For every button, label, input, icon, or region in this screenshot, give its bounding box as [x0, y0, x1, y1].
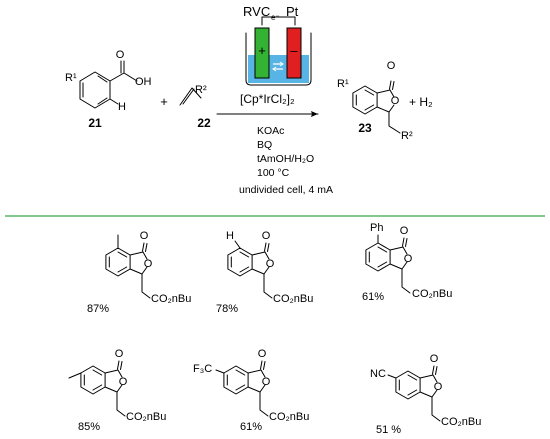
substituent-label: F₃C	[193, 363, 212, 375]
cell-conditions: undivided cell, 4 mA	[239, 184, 333, 196]
yield-label: 85%	[78, 421, 100, 433]
ring-o: O	[404, 253, 413, 265]
carbonyl-o: O	[140, 230, 149, 242]
condition-temperature: 100 °C	[257, 167, 290, 179]
product-23-structure: O O R¹ R² 23 + H₂	[337, 60, 433, 142]
product-carbonyl-o: O	[387, 60, 396, 72]
product-card-phenyl: Ph O O CO₂nBu 61%	[362, 222, 452, 303]
condition-oxidant: BQ	[257, 139, 272, 151]
ring-o: O	[262, 376, 271, 388]
catalyst: [Cp*IrCl₂]₂	[240, 92, 295, 106]
product-card-hydrogen: H O O CO₂nBu 78%	[216, 230, 313, 315]
ring-o: O	[266, 258, 275, 270]
cathode-sign: –	[290, 43, 298, 58]
electron-label: e⁻	[271, 13, 280, 22]
reactant-22-structure: R² 22	[179, 84, 211, 130]
ring-o: O	[144, 258, 153, 270]
substituent-label: H	[226, 230, 234, 242]
product-card-cyano: NC O O CO₂nBu 51 %	[370, 353, 481, 436]
hydrogen-byproduct: + H₂	[409, 95, 433, 109]
ring-o: O	[434, 381, 443, 393]
substituent-label: Ph	[370, 222, 383, 234]
r1-substituent: R¹	[65, 72, 77, 84]
plus-sign: +	[160, 94, 168, 109]
yield-label: 78%	[216, 303, 238, 315]
substituent-label: NC	[370, 368, 386, 380]
reactant-21-structure: O OH H R¹ 21	[65, 49, 152, 130]
ester-label: CO₂nBu	[151, 293, 191, 305]
ester-label: CO₂nBu	[441, 416, 481, 428]
condition-base: KOAc	[257, 125, 284, 137]
hydroxyl: OH	[135, 76, 152, 88]
carbonyl-o: O	[262, 230, 271, 242]
yield-label: 87%	[87, 303, 109, 315]
product-r2: R²	[401, 130, 413, 142]
cathode-label: Pt	[286, 4, 299, 19]
ortho-h: H	[118, 101, 126, 113]
cathode-electrode	[286, 27, 302, 79]
carbonyl-o: O	[430, 353, 439, 365]
product-card-methyl: O O CO₂nBu 87%	[87, 230, 191, 315]
anode-sign: +	[258, 43, 266, 58]
carbonyl-o: O	[258, 348, 267, 360]
compound-23-label: 23	[358, 121, 372, 135]
ring-o: O	[119, 376, 128, 388]
product-r1: R¹	[337, 78, 349, 90]
product-ring-o: O	[391, 95, 400, 107]
compound-21-label: 21	[88, 116, 102, 130]
compound-22-label: 22	[197, 116, 211, 130]
anode-electrode	[254, 27, 270, 79]
yield-label: 51 %	[376, 424, 401, 436]
carbonyl-o: O	[400, 225, 409, 237]
yield-label: 61%	[362, 291, 384, 303]
ester-label: CO₂nBu	[273, 293, 313, 305]
ester-label: CO₂nBu	[412, 288, 452, 300]
yield-label: 61%	[240, 421, 262, 433]
r2-substituent: R²	[195, 84, 207, 96]
condition-solvent: tAmOH/H₂O	[257, 153, 314, 165]
carbonyl-o: O	[115, 348, 124, 360]
product-card-5-methyl: O O CO₂nBu 85%	[68, 348, 166, 433]
product-card-trifluoromethyl: F₃C O O CO₂nBu 61%	[193, 348, 309, 433]
carbonyl-o: O	[116, 49, 125, 61]
ester-label: CO₂nBu	[269, 411, 309, 423]
ester-label: CO₂nBu	[126, 411, 166, 423]
electrolysis-cell-icon: RVC Pt e⁻ + –	[243, 4, 312, 86]
anode-label: RVC	[243, 4, 270, 19]
